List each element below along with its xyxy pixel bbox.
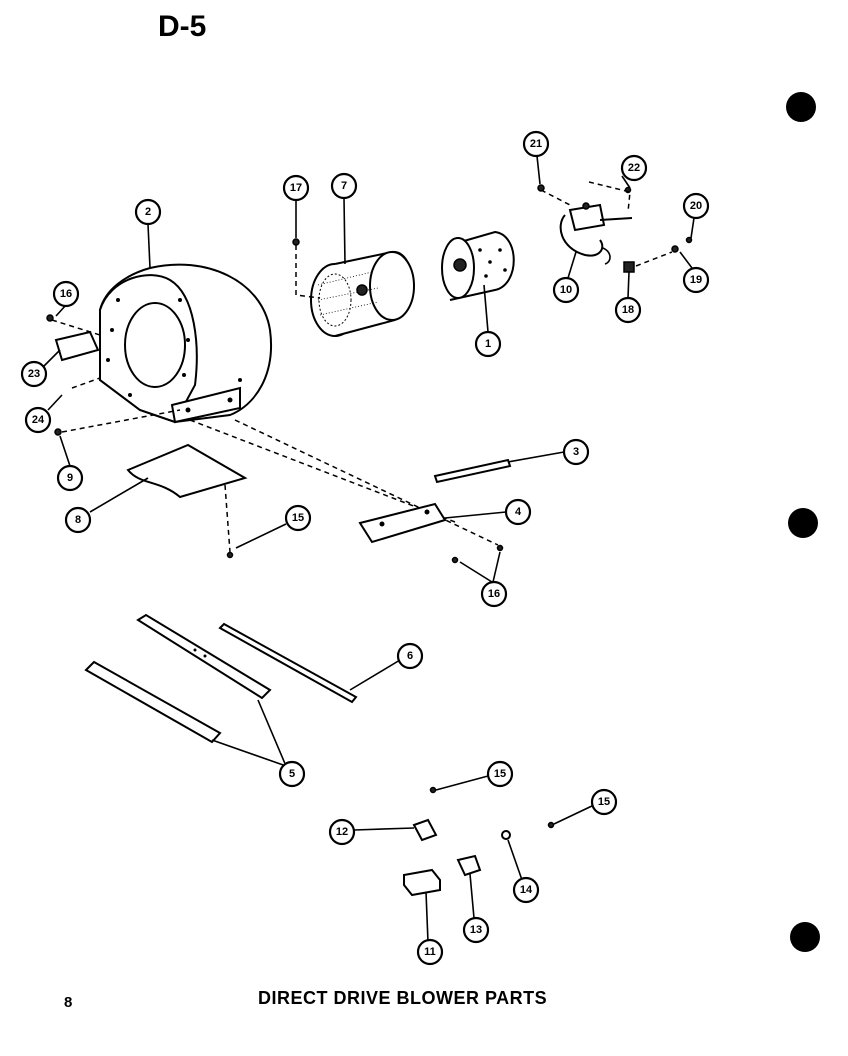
diagram-caption: DIRECT DRIVE BLOWER PARTS (258, 988, 548, 1008)
svg-text:5: 5 (289, 768, 295, 780)
leader-lines (43, 155, 695, 943)
callout-15-right: 15 (590, 788, 618, 816)
svg-text:11: 11 (424, 946, 436, 958)
fasteners-drawing (46, 184, 693, 840)
callout-15-top: 15 (284, 504, 312, 532)
rails-drawing (84, 613, 272, 744)
callout-18: 18 (614, 296, 642, 324)
svg-text:10: 10 (560, 284, 572, 296)
svg-text:4: 4 (515, 506, 522, 518)
callout-3: 3 (562, 438, 590, 466)
callout-12: 12 (328, 818, 356, 846)
svg-text:16: 16 (488, 588, 500, 600)
svg-text:1: 1 (485, 338, 491, 350)
bracket-drawing (358, 502, 447, 544)
base-plate-drawing (126, 443, 248, 499)
callout-16-left: 16 (52, 280, 80, 308)
svg-text:9: 9 (67, 472, 73, 484)
svg-text:22: 22 (628, 162, 640, 174)
callout-11: 11 (416, 938, 444, 966)
strip-drawing (433, 458, 512, 484)
callout-22: 22 (620, 154, 648, 182)
svg-text:15: 15 (598, 796, 610, 808)
callout-19: 19 (682, 266, 710, 294)
callout-2: 2 (134, 198, 162, 226)
svg-text:21: 21 (530, 138, 542, 150)
binder-hole-top (786, 92, 816, 122)
motor-drawing (441, 230, 515, 301)
callout-8: 8 (64, 506, 92, 534)
svg-text:24: 24 (32, 414, 45, 426)
callout-17: 17 (282, 174, 310, 202)
page-number: 8 (64, 994, 73, 1011)
callout-14: 14 (512, 876, 540, 904)
svg-text:20: 20 (690, 200, 702, 212)
long-rail-drawing (218, 622, 358, 704)
callout-7: 7 (330, 172, 358, 200)
callout-6: 6 (396, 642, 424, 670)
svg-text:12: 12 (336, 826, 348, 838)
part-12-drawing (412, 818, 438, 842)
callout-24: 24 (24, 406, 52, 434)
svg-text:23: 23 (28, 368, 40, 380)
motor-mount-drawing (559, 202, 633, 265)
blower-wheel-drawing (310, 250, 415, 337)
svg-text:7: 7 (341, 180, 347, 192)
binder-hole-middle (788, 508, 818, 538)
callout-21: 21 (522, 130, 550, 158)
svg-text:18: 18 (622, 304, 634, 316)
callout-9: 9 (56, 464, 84, 492)
svg-text:14: 14 (520, 884, 533, 896)
page-title: D-5 (158, 10, 207, 43)
svg-text:15: 15 (494, 768, 506, 780)
part-13-drawing (456, 854, 482, 877)
svg-text:6: 6 (407, 650, 413, 662)
callout-15-middle: 15 (486, 760, 514, 788)
svg-text:3: 3 (573, 446, 579, 458)
callout-1: 1 (474, 330, 502, 358)
blower-housing-drawing (54, 263, 272, 424)
svg-text:13: 13 (470, 924, 482, 936)
callout-20: 20 (682, 192, 710, 220)
svg-text:15: 15 (292, 512, 304, 524)
svg-text:19: 19 (690, 274, 702, 286)
callout-16-bottom: 16 (480, 580, 508, 608)
callout-5: 5 (278, 760, 306, 788)
svg-text:17: 17 (290, 182, 302, 194)
binder-hole-bottom (790, 922, 820, 952)
assembly-lines (51, 181, 673, 553)
callout-10: 10 (552, 276, 580, 304)
callout-23: 23 (20, 360, 48, 388)
callout-13: 13 (462, 916, 490, 944)
svg-text:8: 8 (75, 514, 81, 526)
svg-text:2: 2 (145, 206, 151, 218)
svg-text:16: 16 (60, 288, 72, 300)
part-11-drawing (403, 868, 441, 897)
callout-4: 4 (504, 498, 532, 526)
